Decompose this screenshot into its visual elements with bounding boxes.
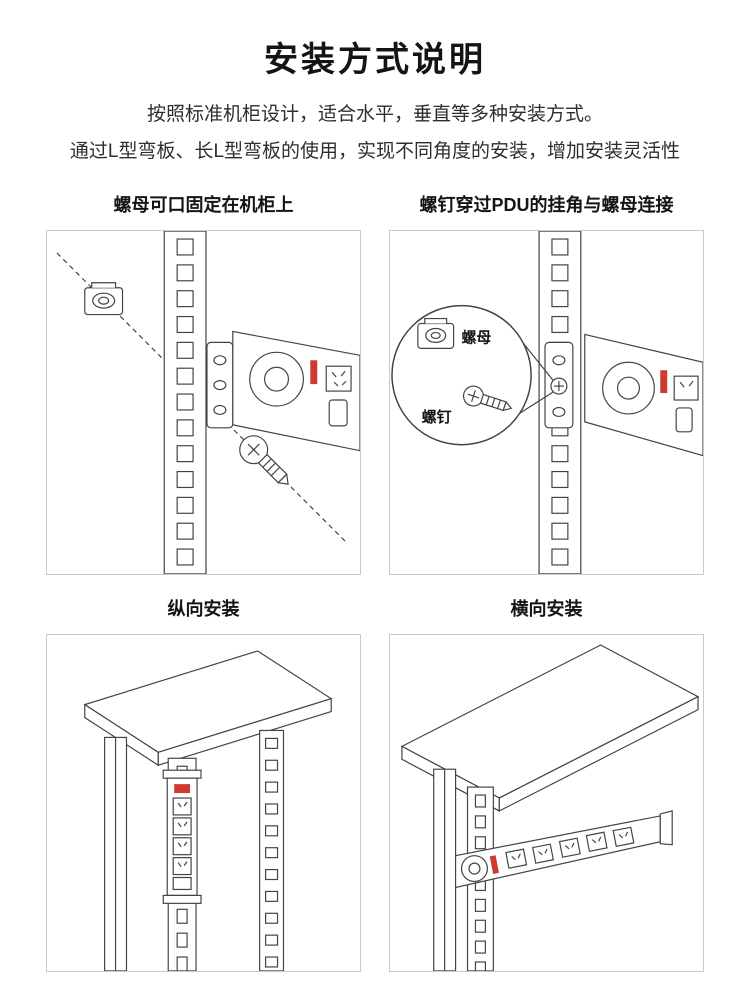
pdu-switch	[328, 399, 348, 427]
screw-label: 螺钉	[422, 408, 452, 426]
pdu-socket	[673, 375, 699, 401]
panel-cell-screw-connect: 螺钉穿过PDU的挂角与螺母连接	[389, 191, 704, 576]
panel-screw-connect: 螺母 螺钉	[389, 230, 704, 576]
callout-circle	[391, 304, 532, 446]
pdu-body	[232, 330, 360, 452]
panel-horizontal	[389, 634, 704, 973]
pdu-body	[584, 333, 703, 457]
left-post	[104, 736, 128, 972]
pdu-socket	[325, 365, 352, 392]
l-bracket	[206, 341, 234, 429]
pdu-logo	[660, 370, 668, 394]
subtitle-line-1: 按照标准机柜设计，适合水平，垂直等多种安装方式。	[146, 104, 603, 125]
illustration-screw-connect: 螺母 螺钉	[391, 231, 703, 575]
right-post	[259, 729, 285, 972]
caption-nut-fix: 螺母可口固定在机柜上	[113, 195, 294, 216]
panel-cell-nut-fix: 螺母可口固定在机柜上	[46, 191, 361, 576]
left-post	[433, 768, 457, 972]
panel-vertical	[46, 634, 361, 973]
pdu-socket	[172, 797, 192, 816]
cage-nut-icon	[417, 318, 455, 350]
table-top	[83, 650, 333, 767]
pdu-bracket	[544, 341, 574, 429]
panel-cell-vertical: 纵向安装	[46, 595, 361, 973]
illustration-nut-on-rack	[56, 231, 360, 575]
pdu-horizontal	[454, 810, 673, 889]
pdu-logo	[174, 784, 191, 794]
pdu-socket	[172, 857, 192, 876]
pdu-end-plate	[172, 877, 192, 891]
panel-cell-horizontal: 横向安装	[389, 595, 704, 973]
pdu-socket	[172, 837, 192, 856]
pdu-logo	[310, 360, 318, 385]
caption-horizontal: 横向安装	[510, 599, 583, 620]
pdu-end-cap	[659, 810, 673, 846]
illustration-vertical-install	[83, 650, 333, 972]
panel-nut-fix	[46, 230, 361, 576]
screw-icon	[239, 435, 289, 485]
rack-rail	[163, 231, 207, 575]
subtitle-line-2: 通过L型弯板、长L型弯板的使用，实现不同角度的安装，增加安装灵活性	[69, 140, 681, 162]
caption-vertical: 纵向安装	[167, 599, 240, 620]
pdu-socket	[585, 831, 608, 853]
pdu-socket	[612, 826, 635, 848]
pdu-socket	[505, 848, 528, 869]
pdu-socket	[172, 817, 192, 836]
subtitle-block: 按照标准机柜设计，适合水平，垂直等多种安装方式。 通过L型弯板、长L型弯板的使用…	[0, 101, 750, 165]
pdu-vertical	[162, 769, 202, 905]
pdu-switch	[675, 407, 693, 433]
pdu-socket	[558, 837, 581, 859]
nut-label: 螺母	[462, 328, 492, 346]
caption-screw-connect: 螺钉穿过PDU的挂角与螺母连接	[419, 195, 674, 216]
pdu-logo	[489, 855, 499, 875]
page-title: 安装方式说明	[264, 41, 486, 79]
cage-nut-icon	[84, 282, 124, 316]
callout-leader-top	[519, 339, 554, 381]
illustration-horizontal-install	[400, 644, 700, 972]
panel-grid: 螺母可口固定在机柜上	[0, 191, 750, 973]
callout-leader-bottom	[516, 391, 554, 416]
screw-icon	[462, 385, 513, 412]
pdu-socket	[532, 843, 555, 864]
